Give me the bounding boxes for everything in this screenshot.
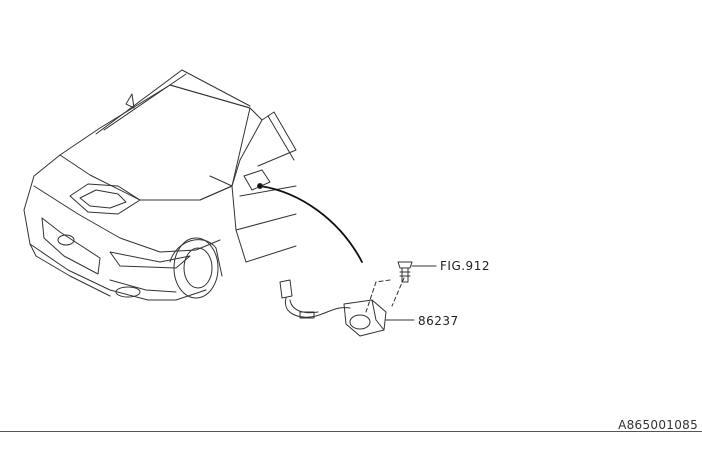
clip-fastener <box>397 261 413 283</box>
camera-assembly <box>279 279 387 337</box>
car-front-illustration <box>23 69 297 301</box>
mount-point-marker <box>257 183 263 189</box>
bottom-divider <box>0 431 702 432</box>
figure-reference-label[interactable]: FIG.912 <box>440 259 490 273</box>
part-number-label[interactable]: 86237 <box>418 314 459 328</box>
assembly-guide-lines <box>365 277 405 313</box>
location-arrow <box>259 185 363 263</box>
diagram-code-label: A865001085 <box>618 418 698 432</box>
